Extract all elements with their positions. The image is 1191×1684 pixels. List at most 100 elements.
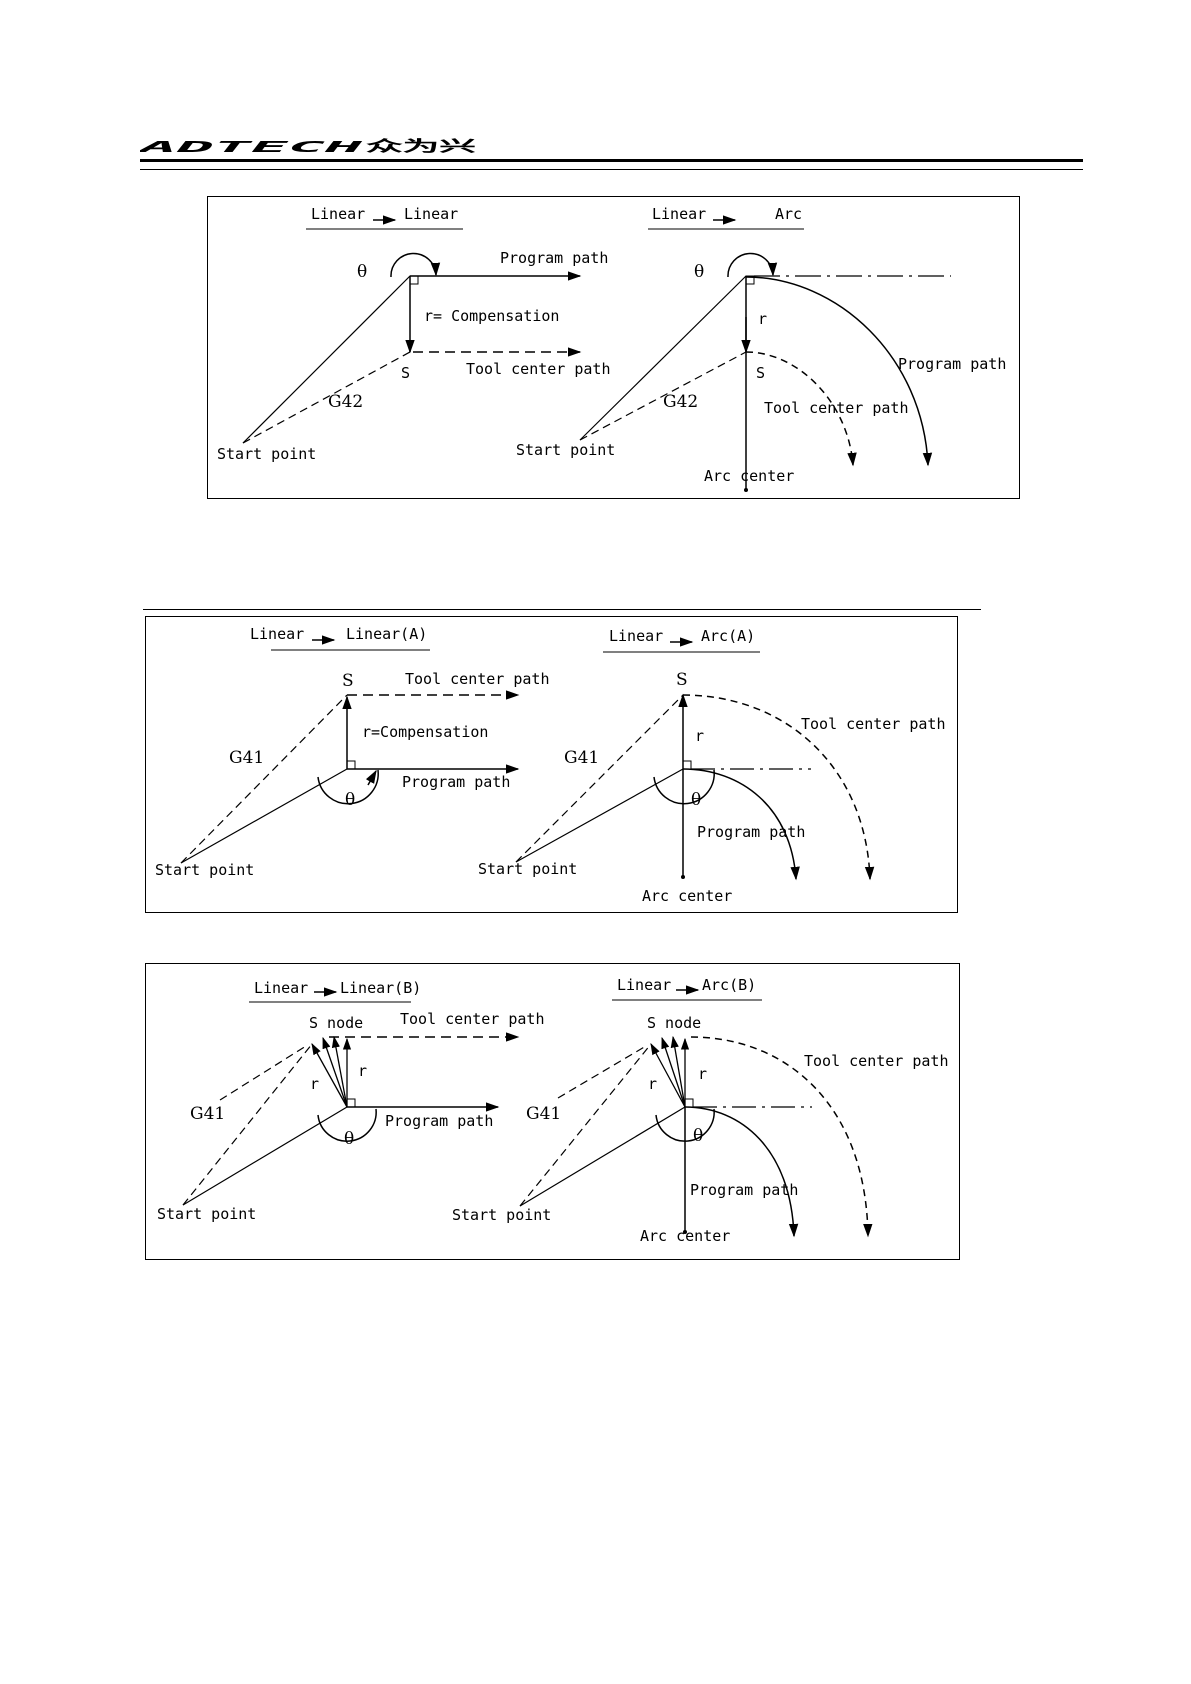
g42-label: G42 [663,392,698,412]
arc-center-dot [683,1230,687,1234]
theta-label: θ [357,262,367,282]
r-label: r [358,1062,367,1080]
start-point-label: Start point [155,861,254,879]
title-to: Arc [775,205,802,223]
r-label: r [758,310,767,328]
g41-path-line [180,694,348,864]
approach-line [519,1106,686,1207]
figure-g41-startup-a: Linear Linear(A) S Tool center path r=Co… [145,616,958,913]
section-divider [143,609,981,610]
r-label: r [648,1075,657,1093]
g41-label: G41 [526,1104,561,1124]
program-path-label: Program path [402,773,510,791]
compensation-label: r= Compensation [424,307,559,325]
title-to: Linear(A) [346,625,427,643]
s-node-label: S node [647,1014,701,1032]
tool-center-path-label: Tool center path [405,670,550,688]
r-label: r [310,1075,319,1093]
figure-3-drawing: Linear Linear(B) S node Tool center path… [157,976,949,1245]
theta-label: θ [691,790,701,810]
header-rule [140,159,1083,162]
title-from: Linear [311,205,365,223]
figure-g41-startup-b: Linear Linear(B) S node Tool center path… [145,963,960,1260]
s-label: S [401,364,410,382]
r-vector [331,1035,348,1108]
r-label: r [695,727,704,745]
theta-arc [317,769,379,805]
tool-center-path-arc [682,694,875,881]
g41-path-line [219,1045,307,1101]
program-path-arc [745,276,933,467]
g41-path-line [515,694,684,863]
title-to: Linear(B) [340,979,421,997]
title-from: Linear [617,976,671,994]
theta-arc [317,1108,377,1142]
title-to: Arc(B) [702,976,756,994]
tool-center-path-label: Tool center path [764,399,909,417]
right-angle-marker [346,760,356,770]
s-node-label: S node [309,1014,363,1032]
theta-arc [655,1108,715,1142]
r-vector [661,1036,686,1108]
figure-g42-startup: Linear Linear θ Program path r= Compensa… [207,196,1020,499]
right-angle-marker [409,275,419,285]
program-path-arc [684,1106,799,1238]
arc-center-dot [681,875,685,879]
approach-line [579,275,747,441]
theta-label: θ [693,1126,703,1146]
brand-latin-text: ADTECH [140,138,366,156]
r-vector [322,1036,348,1108]
s-label: S [342,671,354,691]
theta-arc [727,252,778,278]
start-point-label: Start point [452,1206,551,1224]
start-point-label: Start point [516,441,615,459]
g41-label: G41 [190,1104,225,1124]
program-path-label: Program path [385,1112,493,1130]
arc-center-label: Arc center [640,1227,730,1245]
title-from: Linear [652,205,706,223]
arc-center-dot [744,488,748,492]
arc-center-label: Arc center [642,887,732,905]
approach-line [515,768,684,863]
title-from: Linear [254,979,308,997]
title-from: Linear [609,627,663,645]
program-path-label: Program path [898,355,1006,373]
approach-line [180,768,348,864]
brand-cn-text: 众为兴 [366,137,476,155]
r-vector [670,1035,686,1108]
approach-line [182,1106,348,1206]
r-label: r [698,1065,707,1083]
tool-center-path-arc [690,1036,873,1238]
adtech-logo: ADTECH 众为兴 [140,137,476,156]
tool-center-path-label: Tool center path [400,1010,545,1028]
start-point-label: Start point [217,445,316,463]
figure-1-drawing: Linear Linear θ Program path r= Compensa… [217,205,1006,492]
r-vector [650,1042,686,1108]
right-angle-marker [684,1098,694,1108]
theta-arc [390,252,441,278]
theta-label: θ [344,1129,354,1149]
header-rule-thin [140,169,1083,170]
figure-2-drawing: Linear Linear(A) S Tool center path r=Co… [155,625,946,905]
start-point-label: Start point [478,860,577,878]
theta-arc [653,769,715,805]
start-point-label: Start point [157,1205,256,1223]
theta-label: θ [694,262,704,282]
g41-path-line [557,1045,647,1099]
approach-line [242,275,411,444]
r-vector [311,1042,348,1108]
title-to: Linear [404,205,458,223]
g42-path-line [579,351,747,441]
right-angle-marker [682,760,692,770]
arc-center-label: Arc center [704,467,794,485]
right-angle-marker [346,1098,356,1108]
g41-path-line [182,1043,313,1206]
theta-label: θ [345,790,355,810]
program-path-label: Program path [690,1181,798,1199]
tool-center-path-arc [745,351,857,467]
title-from: Linear [250,625,304,643]
s-label: S [756,364,765,382]
g41-path-line [519,1043,652,1207]
g41-label: G41 [229,748,264,768]
